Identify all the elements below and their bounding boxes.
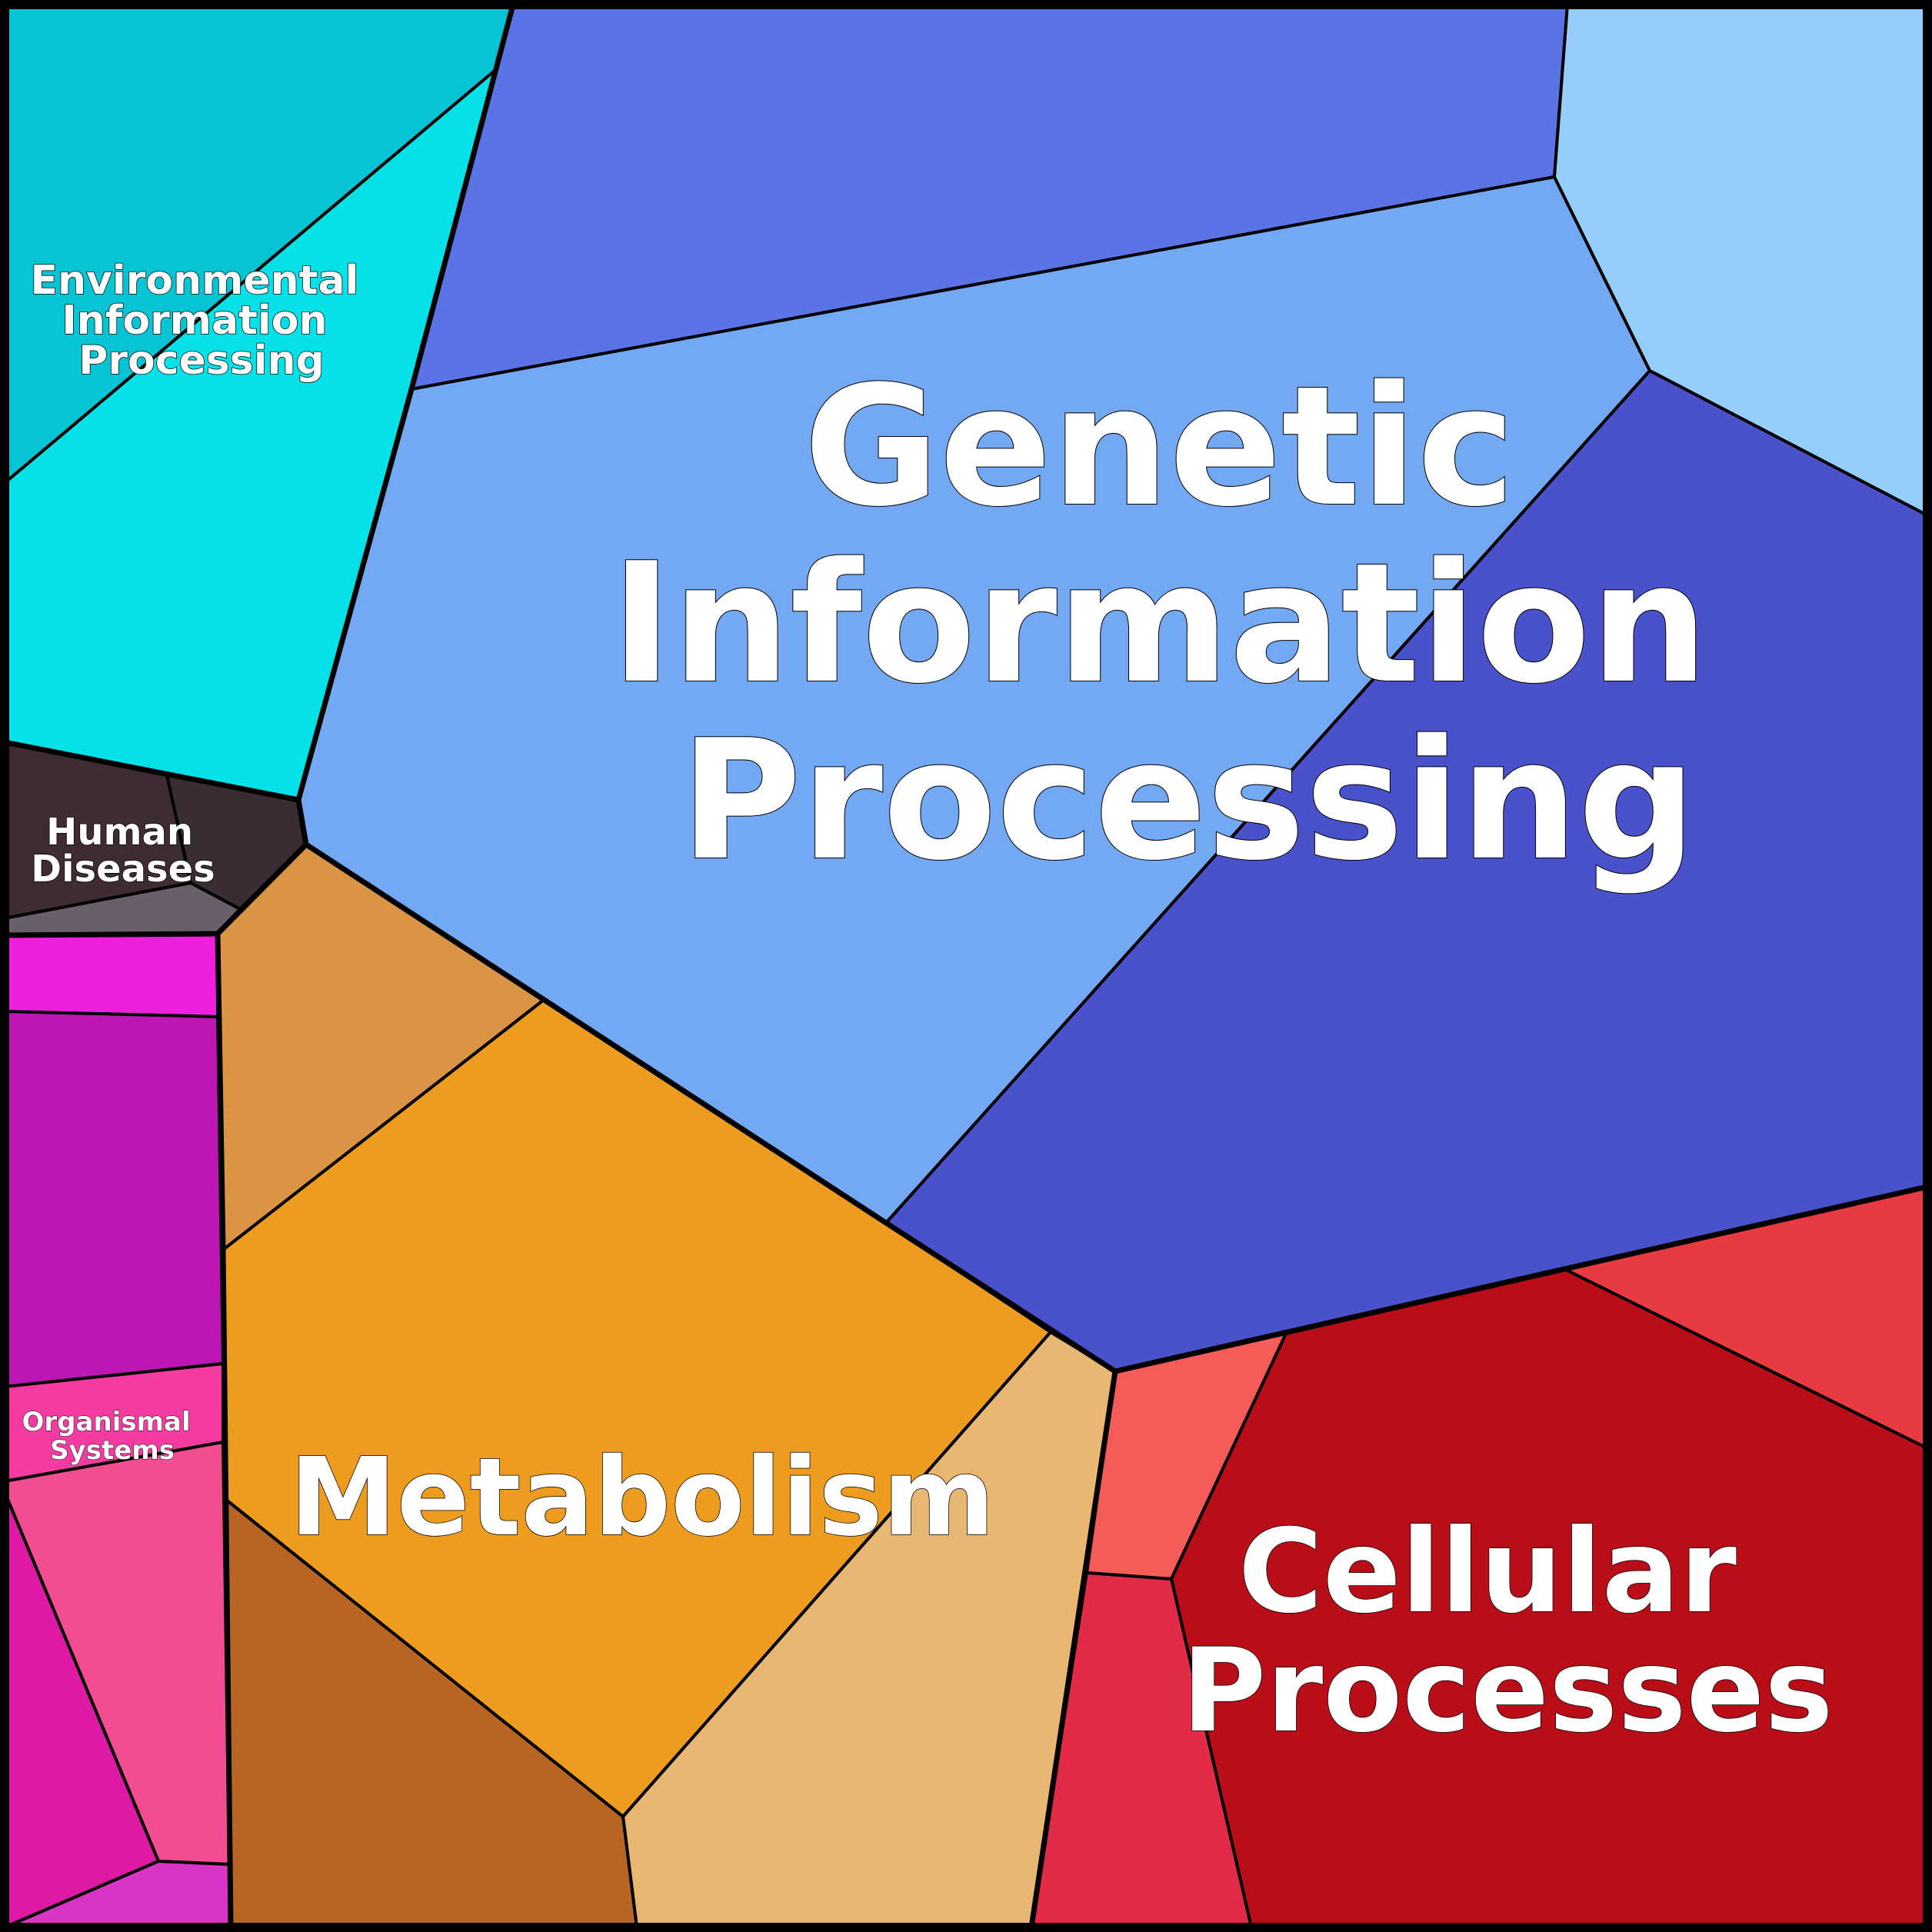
group-cellular-processes <box>1030 1185 1929 1929</box>
label-cellular-line2: Processes <box>1181 1624 1833 1758</box>
group-genetic-information-processing <box>297 3 1929 1373</box>
cell-organismal-1 <box>3 932 219 1018</box>
label-organismal-systems: Organismal Systems <box>22 1407 200 1466</box>
label-genetic-line1: Genetic <box>804 350 1515 543</box>
label-cellular-processes: Cellular Processes <box>1181 1505 1833 1758</box>
border-human-other <box>2 797 309 938</box>
border-environmental-genetic <box>295 2 516 803</box>
border-genetic-metabolism <box>303 841 1118 1374</box>
border-metabolism-organismal <box>215 931 234 1930</box>
label-environmental-line3: Processing <box>78 338 325 384</box>
border-environmental-human <box>2 739 301 803</box>
group-organismal-systems <box>3 932 232 1929</box>
label-genetic-line3: Processing <box>680 704 1696 897</box>
label-genetic-line2: Information <box>611 527 1708 720</box>
cell-organismal-2 <box>3 1010 225 1388</box>
label-human-line2: Diseases <box>31 848 215 891</box>
label-cellular-line1: Cellular <box>1238 1505 1737 1639</box>
label-metabolism: Metabolism <box>289 1435 994 1561</box>
border-metabolism-cellular <box>1028 1368 1118 1930</box>
border-genetic-cellular <box>1112 1184 1930 1374</box>
label-human-line1: Human <box>46 811 193 854</box>
label-genetic-information-processing: Genetic Information Processing <box>611 350 1766 897</box>
label-environmental-line1: Environmental <box>30 258 358 304</box>
group-human-diseases <box>3 741 308 937</box>
label-organismal-line2: Systems <box>50 1435 175 1466</box>
label-environmental-line2: Information <box>62 298 327 344</box>
label-human-diseases: Human Diseases <box>31 811 215 891</box>
label-organismal-line1: Organismal <box>22 1407 191 1437</box>
label-environmental-information-processing: Environmental Information Processing <box>30 258 372 384</box>
